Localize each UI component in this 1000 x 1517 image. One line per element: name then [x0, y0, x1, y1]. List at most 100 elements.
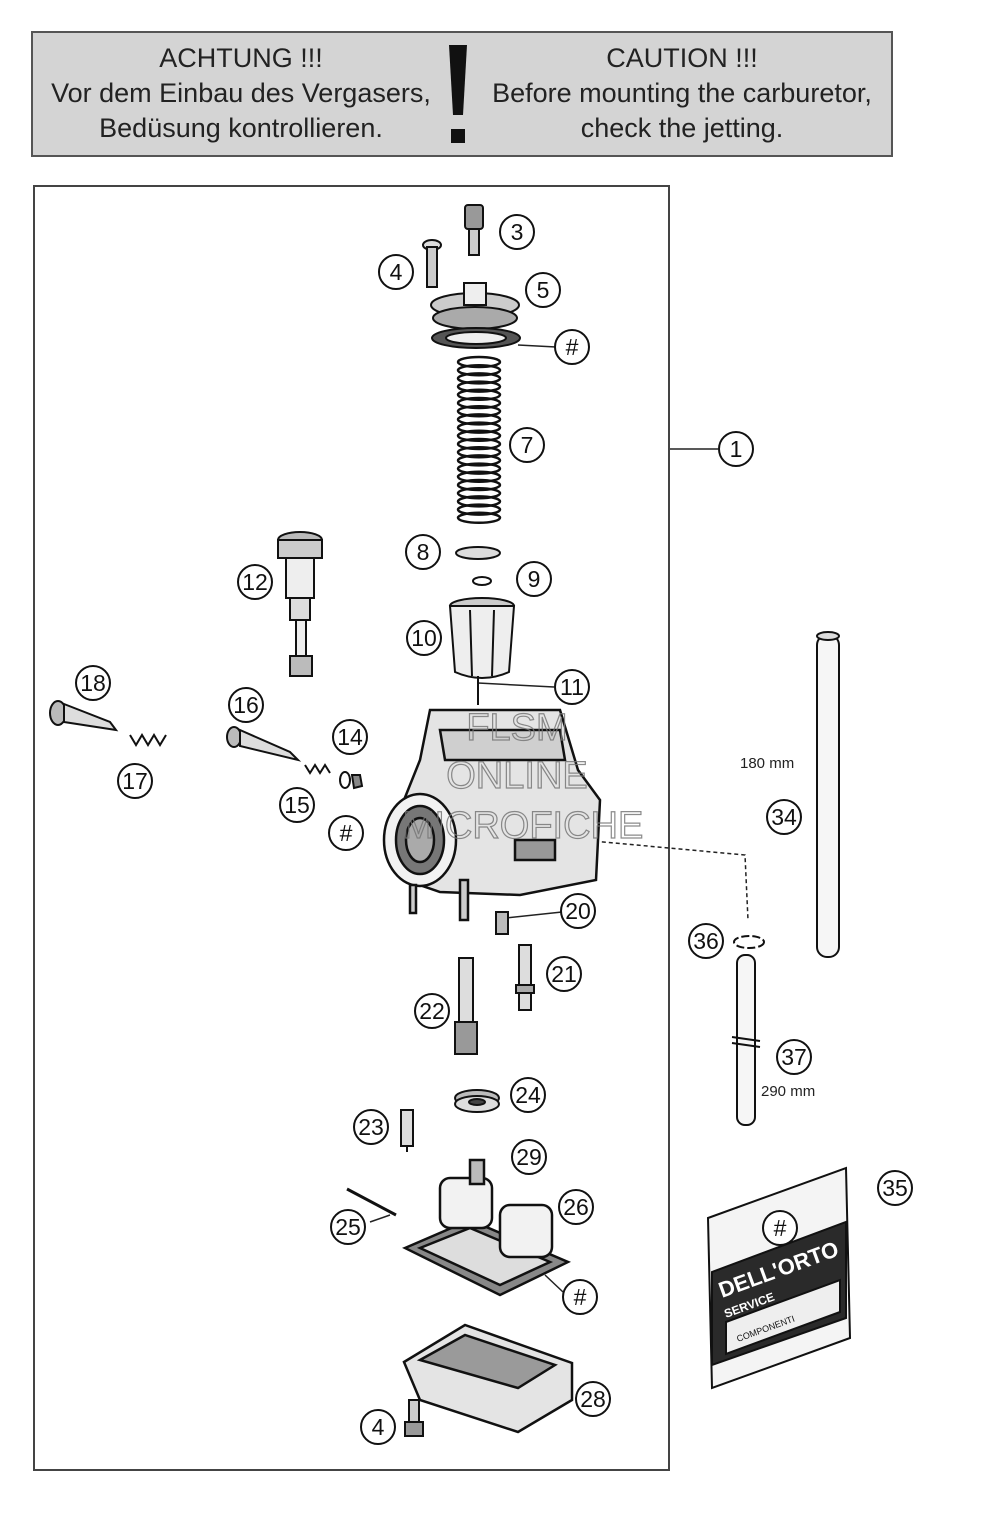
- callout-number: 4: [372, 1414, 385, 1440]
- callout-circle: [328, 815, 364, 851]
- part-choke-12: [277, 531, 323, 677]
- callout-circle: [776, 1039, 812, 1075]
- watermark-line-2: ONLINE: [446, 755, 587, 797]
- part-screw-4-bottom: [404, 1399, 424, 1437]
- carburetor-assembly-frame: [33, 185, 670, 1471]
- callout-number: 28: [580, 1386, 606, 1412]
- callout-circle: [562, 1279, 598, 1315]
- callout-number: 4: [390, 259, 403, 285]
- part-atomizer-22: [454, 957, 478, 1055]
- callout-4b: 4: [360, 1409, 396, 1445]
- callout-circle: [762, 1210, 798, 1246]
- part-washer-8: [455, 546, 501, 560]
- watermark-line-1: FLSM: [466, 707, 567, 749]
- part-jet-packet-35: [706, 1166, 852, 1390]
- part-float-bowl-28: [402, 1323, 574, 1434]
- part-spring-15: [304, 763, 331, 775]
- callout-circle: [509, 427, 545, 463]
- callout-number: 25: [335, 1214, 361, 1240]
- callout-number: #: [566, 334, 579, 360]
- callout-number: 16: [233, 692, 259, 718]
- callout-5: 5: [525, 272, 561, 308]
- part-cover-5: [430, 282, 520, 330]
- callout-number: 10: [411, 625, 437, 651]
- caution-german-line-1: Vor dem Einbau des Vergasers,: [51, 78, 431, 108]
- callout-21: 21: [546, 956, 582, 992]
- callout-29: 29: [511, 1139, 547, 1175]
- callout-number: 14: [337, 724, 363, 750]
- callout-number: 12: [242, 569, 268, 595]
- callout-circle: [405, 534, 441, 570]
- callout-7: 7: [509, 427, 545, 463]
- part-float-26: [402, 1158, 572, 1297]
- callout-36: 36: [688, 923, 724, 959]
- callout-15: 15: [279, 787, 315, 823]
- callout-20: 20: [560, 893, 596, 929]
- hose-37-length: 290 mm: [761, 1083, 815, 1100]
- callout-number: 35: [882, 1175, 908, 1201]
- caution-german-title: ACHTUNG !!!: [159, 43, 323, 73]
- callout-circle: [378, 254, 414, 290]
- callout-number: 24: [515, 1082, 541, 1108]
- callout-circle: [575, 1381, 611, 1417]
- callout-number: 15: [284, 792, 310, 818]
- caution-german-line-2: Bedüsung kontrollieren.: [99, 113, 383, 143]
- callout-8: 8: [405, 534, 441, 570]
- callout-circle: [877, 1170, 913, 1206]
- callout-hash-2: #: [328, 815, 364, 851]
- callout-number: 20: [565, 898, 591, 924]
- caution-english-line-2: check the jetting.: [580, 113, 784, 143]
- callout-10: 10: [406, 620, 442, 656]
- callout-number: 18: [80, 670, 106, 696]
- callout-number: 34: [771, 804, 797, 830]
- watermark-line-3: MICROFICHE: [403, 805, 644, 847]
- hose-34-length: 180 mm: [740, 755, 794, 772]
- callout-circle: [353, 1109, 389, 1145]
- callout-11: 11: [554, 669, 590, 705]
- callout-number: 3: [511, 219, 524, 245]
- callout-number: 9: [528, 566, 541, 592]
- callout-26: 26: [558, 1189, 594, 1225]
- callout-22: 22: [414, 993, 450, 1029]
- callout-circle: [237, 564, 273, 600]
- part-slide-10: [448, 597, 516, 679]
- callout-34: 34: [766, 799, 802, 835]
- exclamation-icon: [449, 45, 467, 143]
- callout-circle: [414, 993, 450, 1029]
- part-screw-3: [464, 204, 484, 256]
- callout-1: 1: [718, 431, 754, 467]
- watermark: FLSM ONLINE MICROFICHE: [402, 706, 644, 847]
- callout-number: 17: [122, 768, 148, 794]
- part-idle-screw-18: [49, 700, 119, 732]
- callout-number: 26: [563, 1194, 589, 1220]
- callout-circle: [525, 272, 561, 308]
- callout-number: 22: [419, 998, 445, 1024]
- callout-hash-3: #: [562, 1279, 598, 1315]
- part-tube-21: [515, 944, 535, 1011]
- caution-english-title: CAUTION !!!: [606, 43, 758, 73]
- part-spring-7: [456, 355, 502, 525]
- callout-circle: [499, 214, 535, 250]
- callout-circle: [554, 329, 590, 365]
- callout-hash-1: #: [554, 329, 590, 365]
- callout-number: 36: [693, 928, 719, 954]
- part-needle-valve-23: [400, 1109, 414, 1152]
- callout-14: 14: [332, 719, 368, 755]
- callout-number: 23: [358, 1114, 384, 1140]
- part-hose-34: [816, 631, 840, 958]
- part-clip-9: [472, 576, 492, 586]
- callout-circle: [766, 799, 802, 835]
- callout-hash-4: #: [762, 1210, 798, 1246]
- caution-english: CAUTION !!! Before mounting the carburet…: [473, 41, 891, 146]
- part-washer-24: [454, 1089, 500, 1113]
- callout-circle: [330, 1209, 366, 1245]
- callout-number: 37: [781, 1044, 807, 1070]
- callout-number: #: [574, 1284, 587, 1310]
- part-spring-17: [129, 733, 167, 747]
- callout-circle: [511, 1139, 547, 1175]
- callout-number: 5: [537, 277, 550, 303]
- callout-9: 9: [516, 561, 552, 597]
- callout-12: 12: [237, 564, 273, 600]
- callout-circle: [718, 431, 754, 467]
